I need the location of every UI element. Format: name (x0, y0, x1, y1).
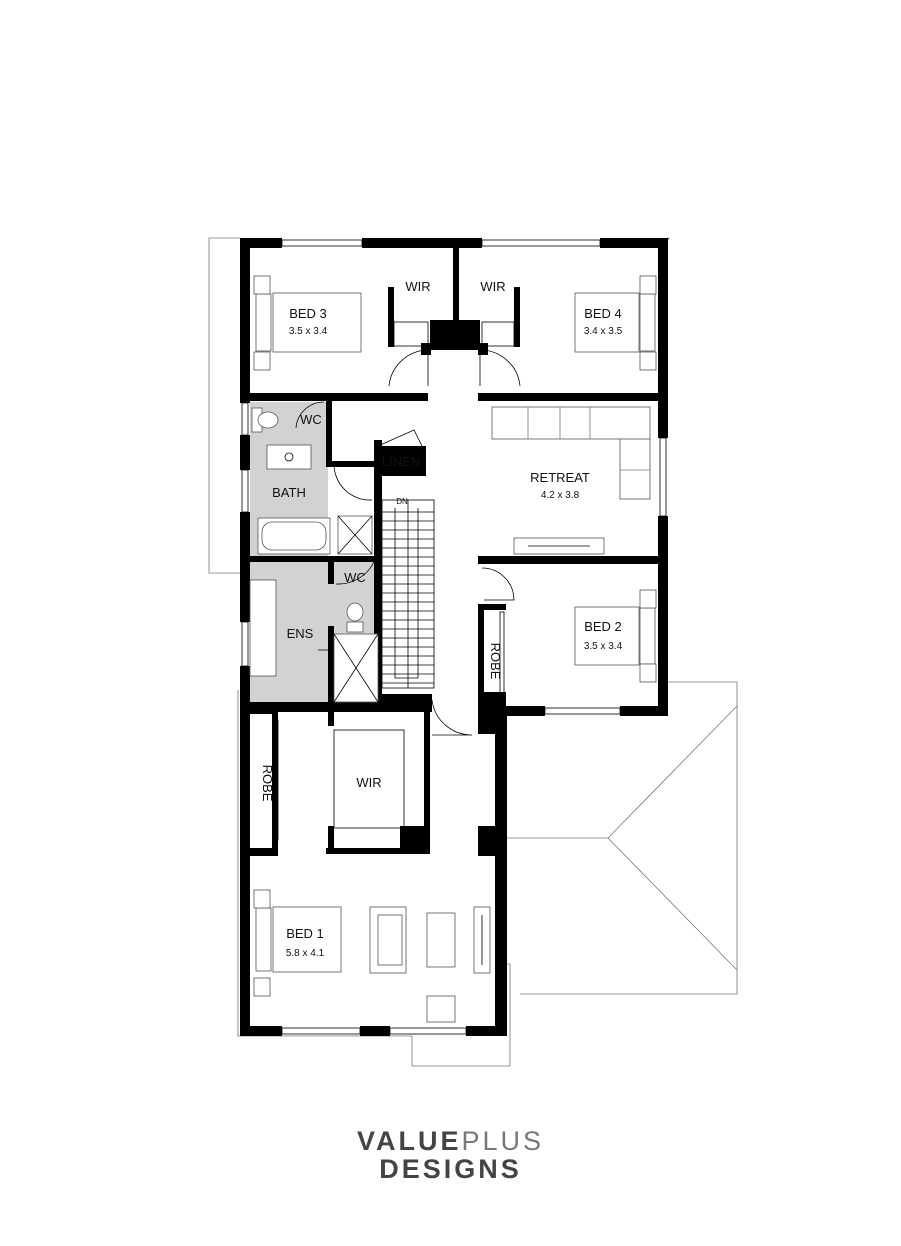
wc-upper-label: WC (300, 412, 322, 427)
bath-label: BATH (272, 485, 306, 500)
interior-walls (240, 248, 668, 856)
logo-designs-text: DESIGNS (379, 1154, 522, 1184)
logo-line2: DESIGNS (0, 1154, 901, 1185)
furniture (249, 275, 657, 1023)
bed4-name: BED 4 (584, 306, 622, 321)
windows (241, 239, 667, 1035)
stair-dn-label: DN (396, 497, 408, 506)
logo-value-text: VALUE (356, 1126, 462, 1156)
bed2-size: 3.5 x 3.4 (584, 641, 623, 652)
retreat-size: 4.2 x 3.8 (541, 490, 580, 501)
robe-bed1-label: ROBE (260, 765, 275, 802)
logo-plus-text: PLUS (461, 1126, 545, 1156)
logo-line1: VALUEPLUS (0, 1126, 901, 1157)
wc-ens-label: WC (344, 570, 366, 585)
bed3-size: 3.5 x 3.4 (289, 326, 328, 337)
bed4-size: 3.4 x 3.5 (584, 326, 623, 337)
exterior-walls (240, 238, 668, 1036)
stair (381, 499, 435, 689)
retreat-name: RETREAT (530, 470, 590, 485)
bed1-name: BED 1 (286, 926, 324, 941)
linen-label: LINEN (382, 454, 420, 469)
wir-master-label: WIR (356, 775, 381, 790)
wir-right-label: WIR (480, 279, 505, 294)
bed2-name: BED 2 (584, 619, 622, 634)
doors (295, 349, 521, 736)
bed3-name: BED 3 (289, 306, 327, 321)
ens-label: ENS (287, 626, 314, 641)
site-outlines (208, 237, 738, 1067)
wir-left-label: WIR (405, 279, 430, 294)
bed1-size: 5.8 x 4.1 (286, 948, 325, 959)
room-labels: BED 3 3.5 x 3.4 WIR WIR BED 4 3.4 x 3.5 … (260, 279, 623, 959)
robe-bed2-label: ROBE (488, 643, 503, 680)
